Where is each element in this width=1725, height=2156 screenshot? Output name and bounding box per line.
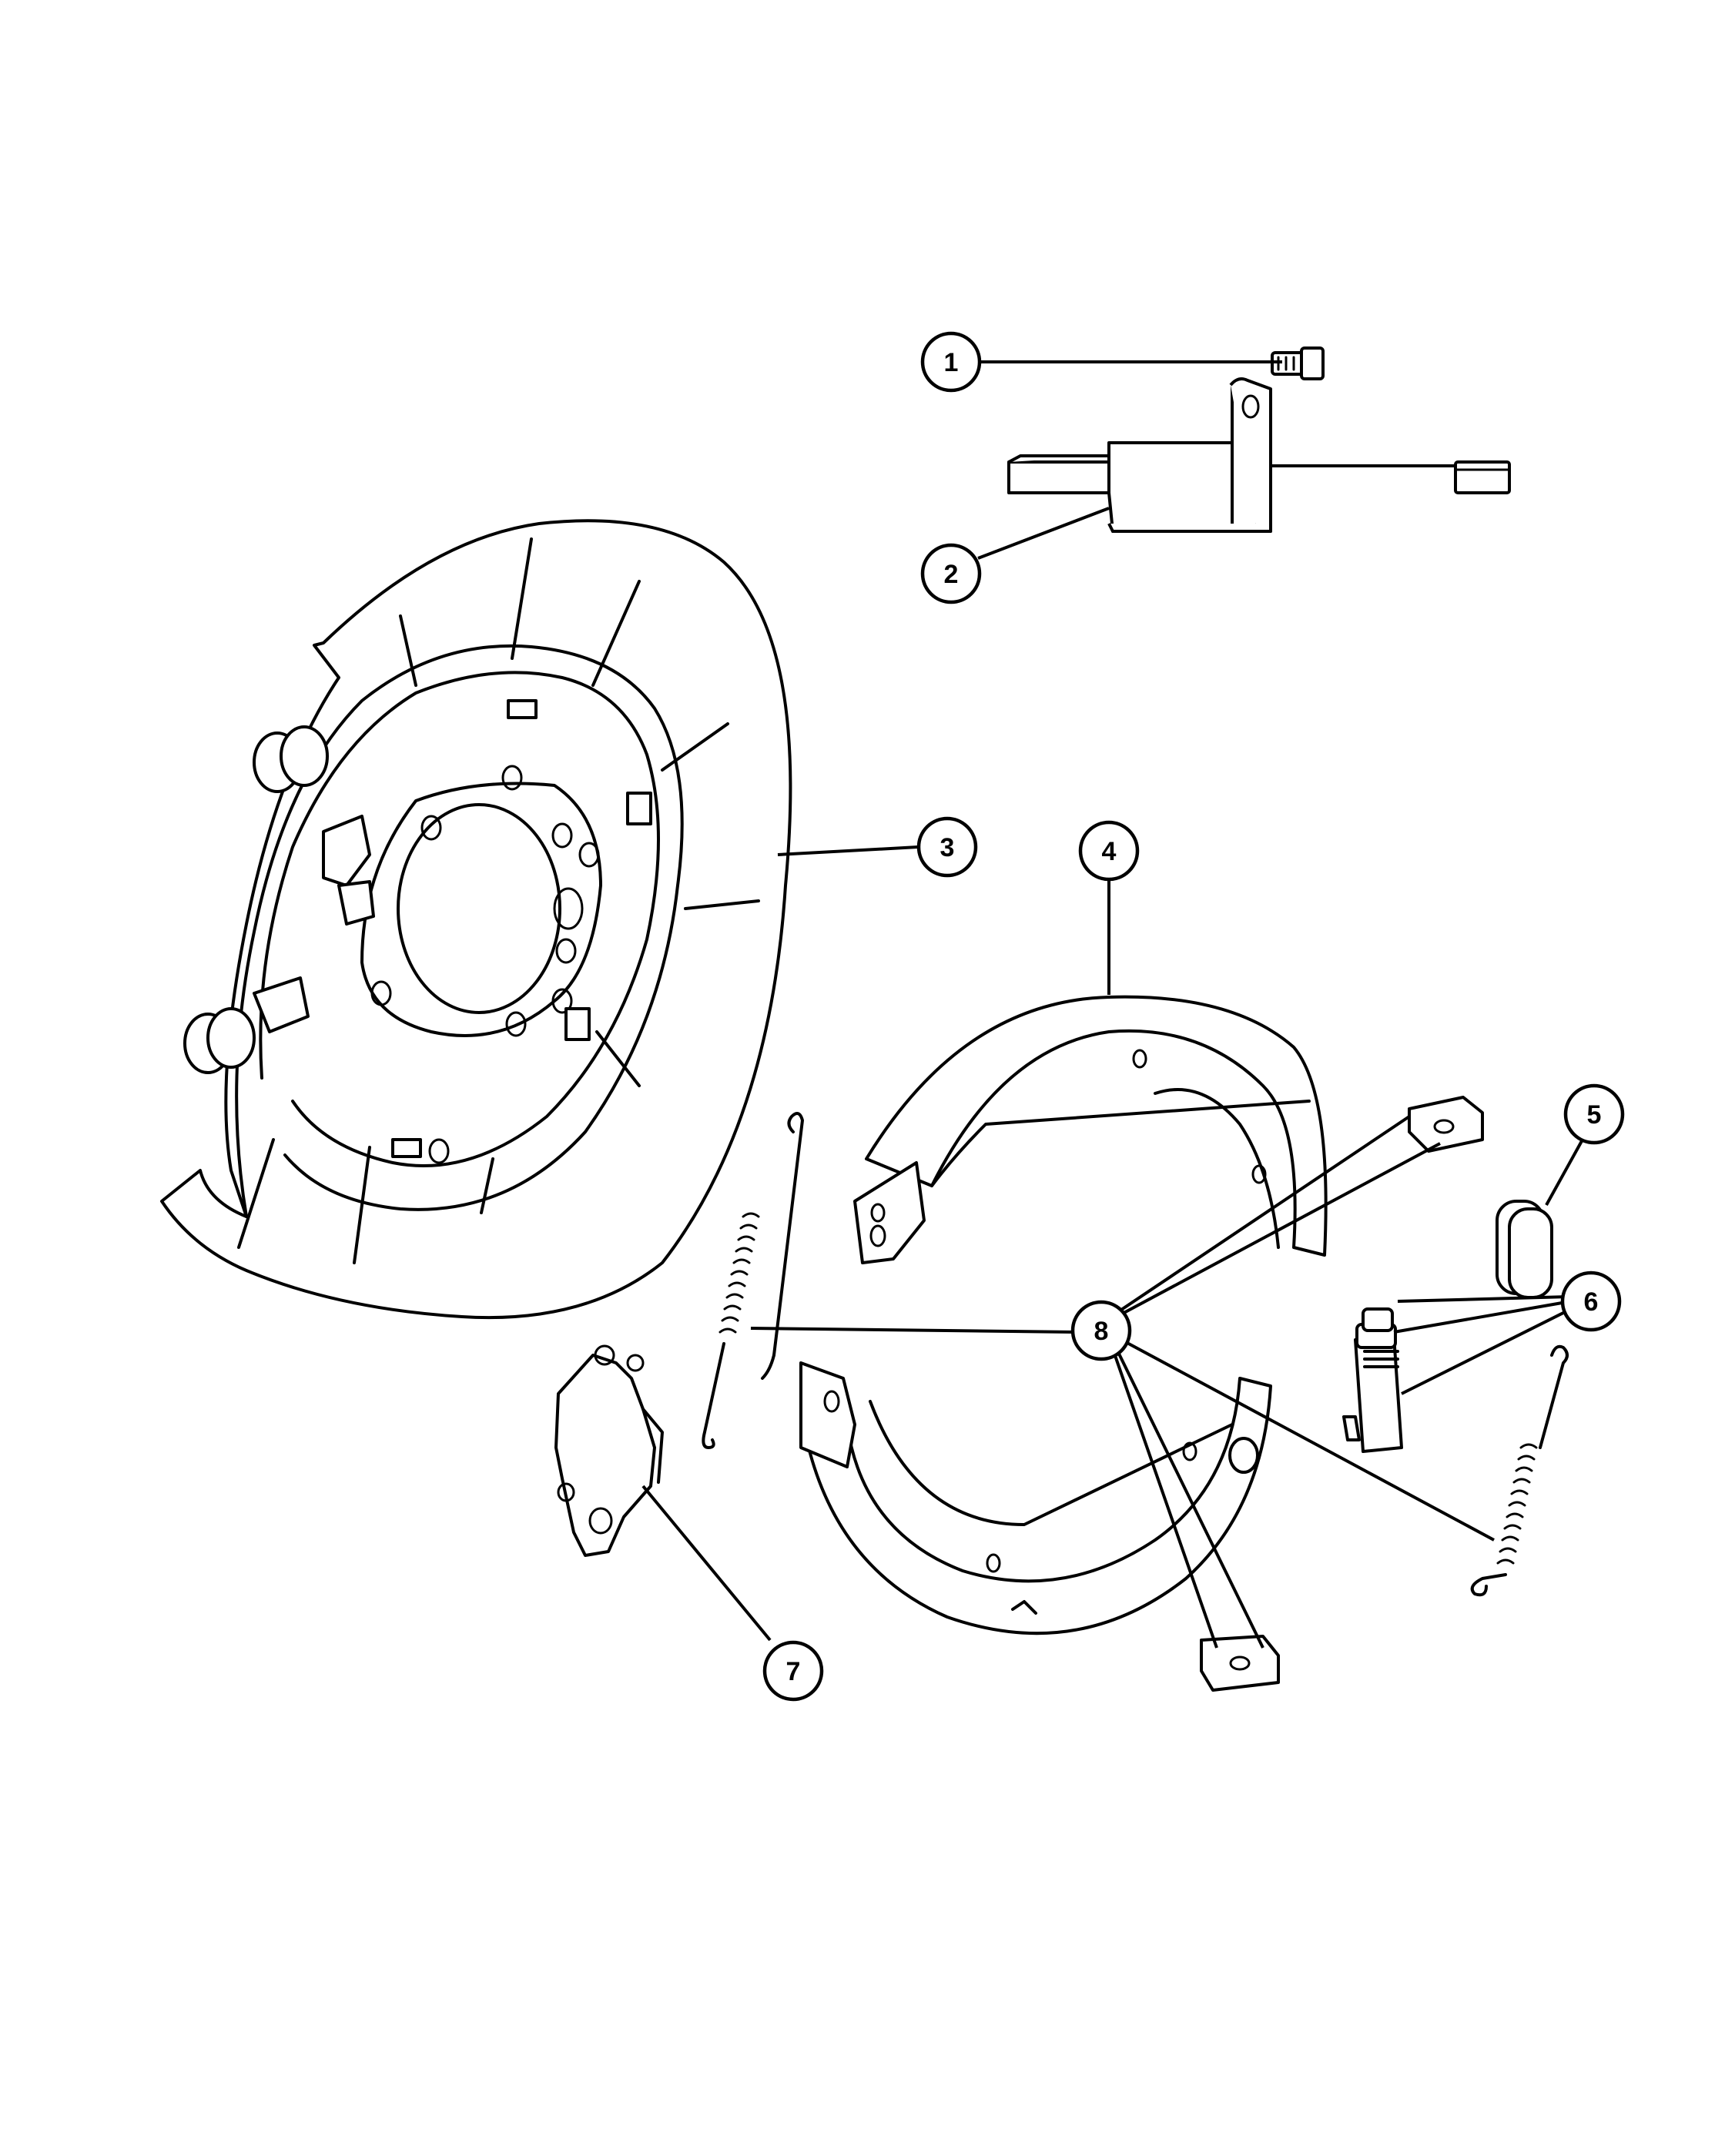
adjuster-part — [1342, 1307, 1403, 1453]
callout-8: 8 — [1070, 1300, 1132, 1361]
callout-7-label: 7 — [786, 1657, 801, 1686]
callout-6: 6 — [1560, 1270, 1622, 1332]
spring-left-part — [702, 1112, 804, 1449]
lever-part — [554, 1344, 664, 1557]
clip-lower-part — [1200, 1635, 1280, 1692]
leader-lines — [641, 360, 1584, 1649]
spring-right-part — [1470, 1344, 1569, 1597]
callout-5: 5 — [1563, 1083, 1625, 1145]
bracket-part — [1007, 377, 1511, 533]
brake-shoe-lower-part — [799, 1361, 1272, 1635]
callout-1-label: 1 — [944, 348, 959, 377]
backing-plate-part — [160, 519, 792, 1320]
callout-2-label: 2 — [944, 560, 959, 589]
callout-7: 7 — [762, 1640, 824, 1702]
callout-2: 2 — [920, 543, 982, 604]
callout-4: 4 — [1078, 820, 1140, 882]
callout-8-label: 8 — [1094, 1317, 1109, 1346]
callout-3: 3 — [916, 816, 978, 878]
callout-3-label: 3 — [940, 833, 955, 862]
brake-shoe-upper-part — [853, 995, 1328, 1264]
callout-4-label: 4 — [1102, 837, 1117, 866]
plug-part — [1496, 1200, 1553, 1299]
callout-1: 1 — [920, 331, 982, 393]
callout-5-label: 5 — [1587, 1100, 1602, 1130]
clip-upper-part — [1408, 1096, 1484, 1153]
callout-6-label: 6 — [1584, 1287, 1599, 1317]
bolt-part — [1271, 346, 1325, 380]
